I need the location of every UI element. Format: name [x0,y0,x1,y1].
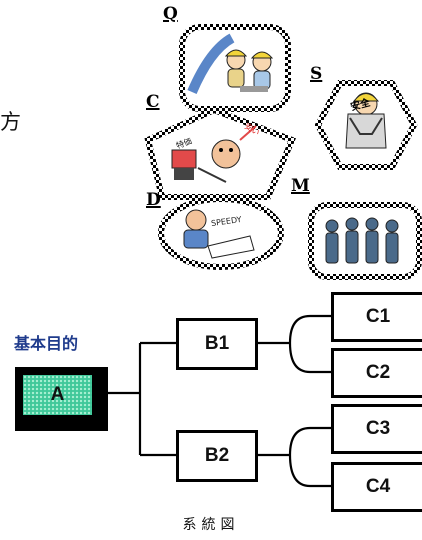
node-b1: B1 [176,318,258,370]
q-label: Q [163,4,178,24]
diagram-caption: 系統図 [182,517,240,533]
node-c3: C3 [331,404,422,454]
q-illustration-frame [179,24,291,112]
c-illustration-frame [144,106,296,200]
m-illustration-frame [308,202,422,280]
c-label: C [146,92,160,112]
node-c4: C4 [331,462,422,512]
s-illustration-frame [314,80,418,170]
node-b2: B2 [176,430,258,482]
m-label: M [291,176,310,196]
root-heading: 基本目的 [14,334,79,353]
root-node-a: A [15,367,108,431]
root-node-label: A [21,373,94,417]
s-label: S [310,64,323,84]
illustrations-panel [144,24,422,280]
cropped-text-fragment: 方 [0,110,21,134]
node-c1: C1 [331,292,422,342]
d-illustration-frame [158,196,284,270]
node-c2: C2 [331,348,422,398]
d-label: D [146,190,161,210]
